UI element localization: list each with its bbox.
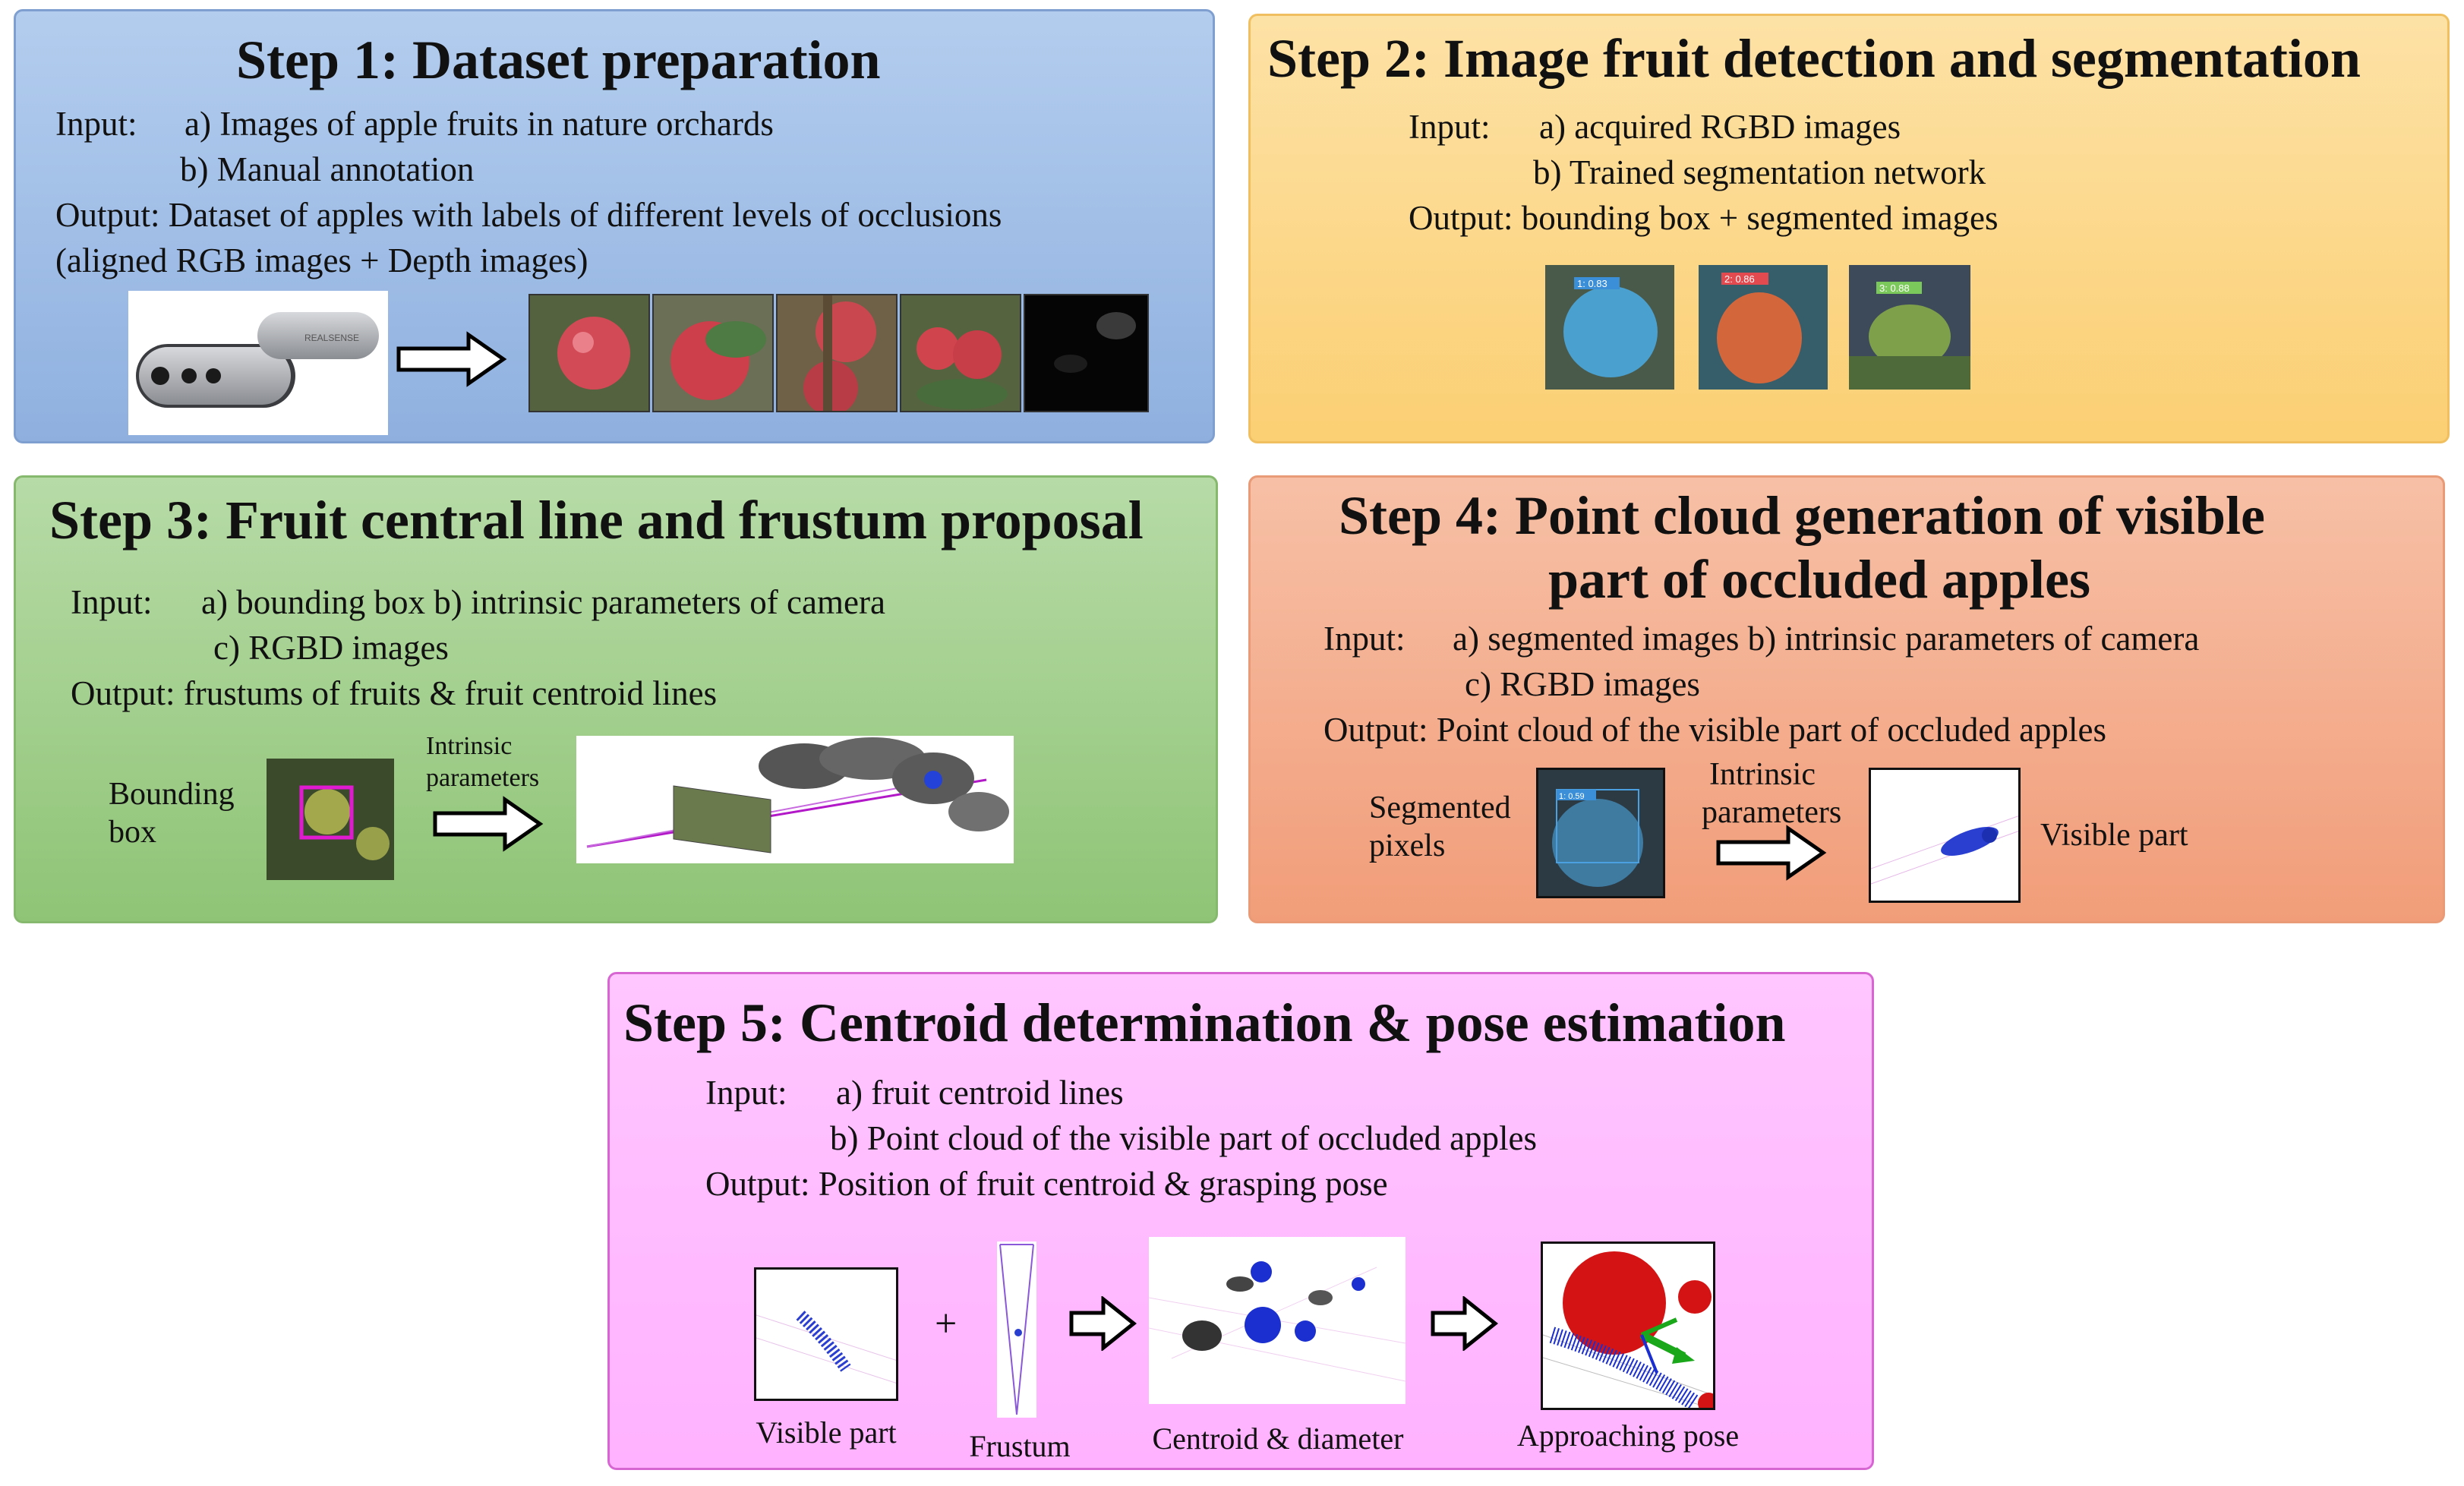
arrow-icon [1069, 1296, 1137, 1351]
arrow-icon [1716, 825, 1827, 881]
caption-visible-part: Visible part [756, 1415, 897, 1450]
dataset-image-2 [652, 294, 774, 412]
step3-input-label: Input: [71, 583, 153, 621]
segmented-image-1: 1: 0.83 [1545, 265, 1674, 390]
label-segmented-1: Segmented [1369, 790, 1511, 825]
caption-frustum: Frustum [969, 1429, 1071, 1463]
step3-panel: Step 3: Fruit central line and frustum p… [14, 475, 1218, 923]
svg-text:3: 0.88: 3: 0.88 [1879, 282, 1910, 294]
step2-panel: Step 2: Image fruit detection and segmen… [1248, 14, 2450, 443]
dataset-image-4 [900, 294, 1021, 412]
step4-input-c: c) RGBD images [1465, 665, 1700, 703]
svg-text:2: 0.86: 2: 0.86 [1724, 273, 1755, 285]
plus-sign: + [935, 1302, 958, 1346]
step2-input-b: b) Trained segmentation network [1533, 153, 1986, 191]
step3-input-ab: a) bounding box b) intrinsic parameters … [201, 583, 885, 621]
step3-title: Step 3: Fruit central line and frustum p… [49, 490, 1144, 551]
segmented-pixels-image: 1: 0.59 [1536, 768, 1665, 898]
step3-output: Output: frustums of fruits & fruit centr… [71, 674, 718, 712]
camera-brand: REALSENSE [304, 333, 359, 343]
step5-input-a: a) fruit centroid lines [836, 1074, 1124, 1112]
segmented-image-2: 2: 0.86 [1699, 265, 1828, 390]
step5-title: Step 5: Centroid determination & pose es… [623, 992, 1786, 1053]
centroid-diameter-image [1149, 1237, 1406, 1404]
step3-input-c: c) RGBD images [213, 629, 449, 667]
step4-output: Output: Point cloud of the visible part … [1323, 711, 2107, 749]
svg-text:1: 0.59: 1: 0.59 [1559, 792, 1585, 801]
bounding-box-image [267, 759, 394, 880]
label-bounding-box-2: box [109, 815, 156, 850]
step1-input-label: Input: [55, 105, 137, 143]
arrow-icon [1431, 1296, 1499, 1351]
step4-panel: Step 4: Point cloud generation of visibl… [1248, 475, 2445, 923]
dataset-image-3 [776, 294, 898, 412]
approaching-pose-image [1541, 1241, 1715, 1410]
step1-input-a: a) Images of apple fruits in nature orch… [185, 105, 774, 143]
step1-input-b: b) Manual annotation [180, 150, 475, 188]
label-intrinsic-1: Intrinsic [1709, 757, 1816, 792]
label-segmented-2: pixels [1369, 828, 1446, 863]
label-intrinsic-1: Intrinsic [426, 732, 513, 760]
step1-output: Output: Dataset of apples with labels of… [55, 196, 1002, 234]
step5-panel: Step 5: Centroid determination & pose es… [607, 972, 1874, 1470]
step1-panel: Step 1: Dataset preparation Input: a) Im… [14, 9, 1215, 443]
caption-approaching-pose: Approaching pose [1516, 1418, 1740, 1453]
frustum-image [997, 1241, 1036, 1418]
svg-text:1: 0.83: 1: 0.83 [1577, 278, 1607, 289]
depth-camera-image: REALSENSE [128, 291, 388, 435]
step4-input-ab: a) segmented images b) intrinsic paramet… [1453, 620, 2200, 658]
depth-image [1024, 294, 1149, 412]
step4-input-label: Input: [1323, 620, 1406, 658]
step5-input-label: Input: [705, 1074, 787, 1112]
label-visible-part: Visible part [2040, 818, 2188, 853]
step1-output-2: (aligned RGB images + Depth images) [55, 241, 588, 279]
segmented-image-3: 3: 0.88 [1849, 265, 1970, 390]
step2-input-label: Input: [1409, 108, 1491, 146]
step5-input-b: b) Point cloud of the visible part of oc… [830, 1119, 1538, 1157]
step5-output: Output: Position of fruit centroid & gra… [705, 1165, 1388, 1203]
step1-title: Step 1: Dataset preparation [236, 30, 881, 90]
step2-input-a: a) acquired RGBD images [1539, 108, 1901, 146]
frustum-visualization [576, 736, 1014, 863]
arrow-icon [433, 796, 544, 852]
visible-part-pointcloud [1869, 768, 2021, 903]
label-bounding-box-1: Bounding [109, 777, 235, 812]
step2-title: Step 2: Image fruit detection and segmen… [1267, 28, 2361, 89]
dataset-image-1 [528, 294, 650, 412]
step4-title-1: Step 4: Point cloud generation of visibl… [1339, 485, 2265, 546]
caption-centroid-diameter: Centroid & diameter [1152, 1421, 1404, 1456]
arrow-icon [396, 331, 507, 387]
label-intrinsic-2: parameters [426, 764, 540, 792]
visible-part-image [754, 1267, 898, 1401]
step4-title-2: part of occluded apples [1548, 549, 2091, 610]
label-intrinsic-2: parameters [1702, 795, 1842, 830]
step2-output: Output: bounding box + segmented images [1409, 199, 1999, 237]
